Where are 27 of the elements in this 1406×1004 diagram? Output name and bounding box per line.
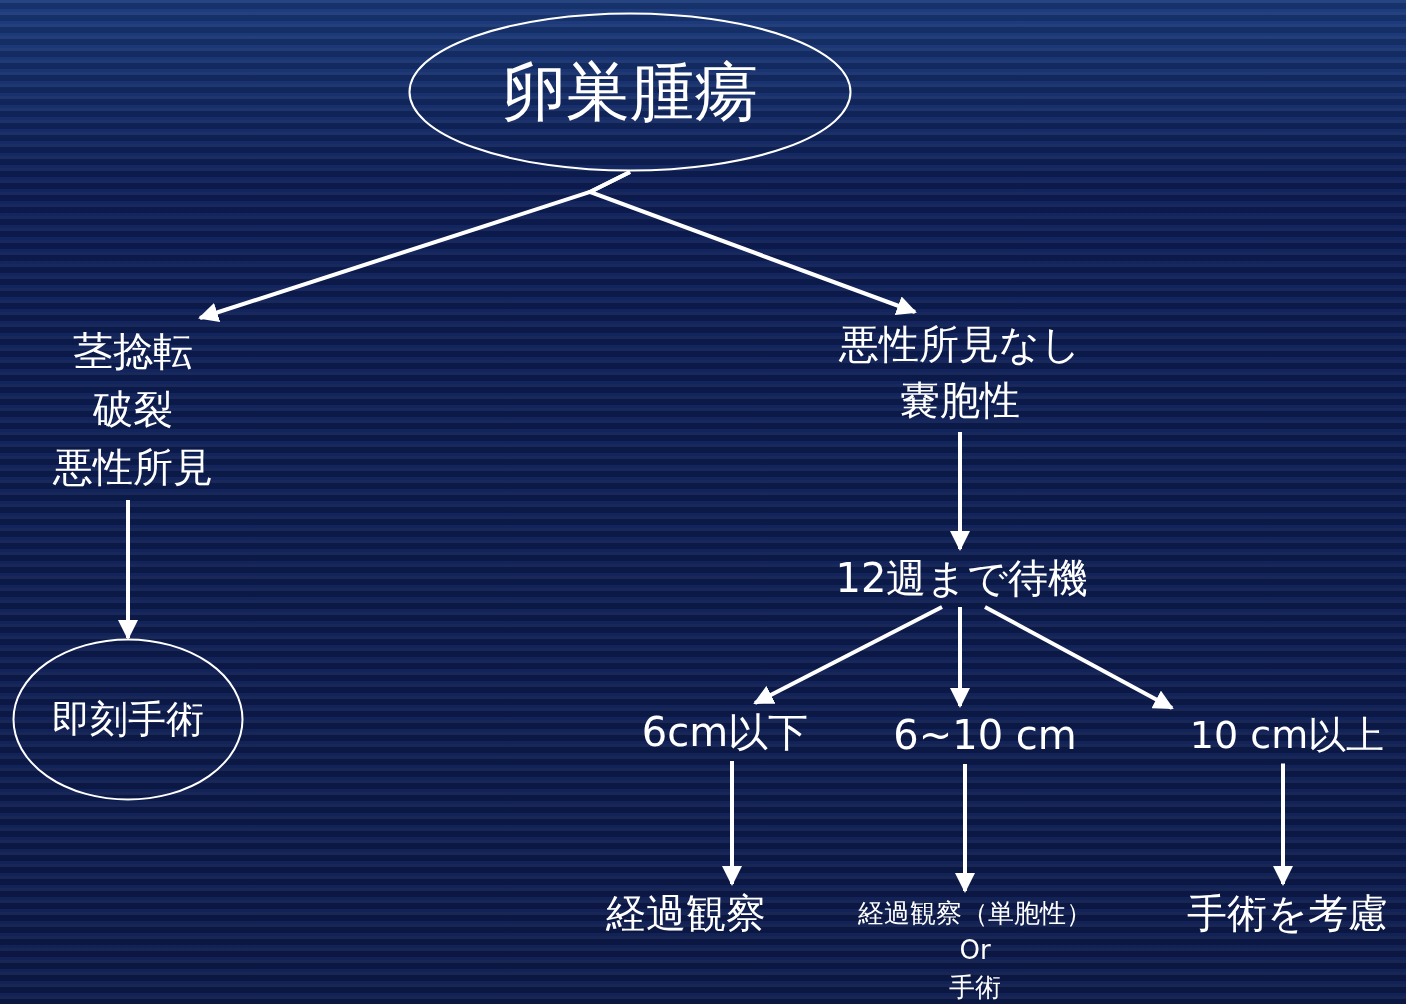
- node-label: 嚢胞性: [899, 376, 1021, 425]
- node-label: 卵巣腫瘍: [502, 54, 758, 131]
- node-label: 12週まで待機: [835, 554, 1089, 603]
- arrow: [1273, 763, 1293, 886]
- node-label: 手術を考慮: [1186, 889, 1388, 938]
- node-label: 経過観察（単胞性）: [858, 897, 1092, 930]
- arrow: [950, 432, 970, 551]
- node-label: 悪性所見: [53, 443, 213, 492]
- node-label: 茎捻転: [72, 327, 194, 376]
- node-label: Or: [958, 934, 992, 967]
- node-label: 即刻手術: [52, 695, 204, 743]
- node-label: 6cm以下: [641, 708, 809, 757]
- node-label: 破裂: [92, 385, 174, 434]
- node-label: 悪性所見なし: [839, 320, 1081, 369]
- ellipse-node: [12, 638, 244, 801]
- arrow: [722, 761, 742, 886]
- arrow: [984, 605, 1174, 710]
- node-label: 手術: [948, 971, 1002, 1004]
- arrow: [950, 607, 970, 708]
- node-label: 10 cm以上: [1189, 712, 1385, 759]
- node-label: 経過観察: [606, 889, 766, 938]
- arrow: [584, 170, 917, 316]
- node-label: 6~10 cm: [893, 711, 1077, 760]
- arrow: [753, 605, 943, 705]
- arrow: [955, 764, 975, 893]
- ellipse-node: [408, 12, 852, 172]
- arrow: [118, 500, 138, 640]
